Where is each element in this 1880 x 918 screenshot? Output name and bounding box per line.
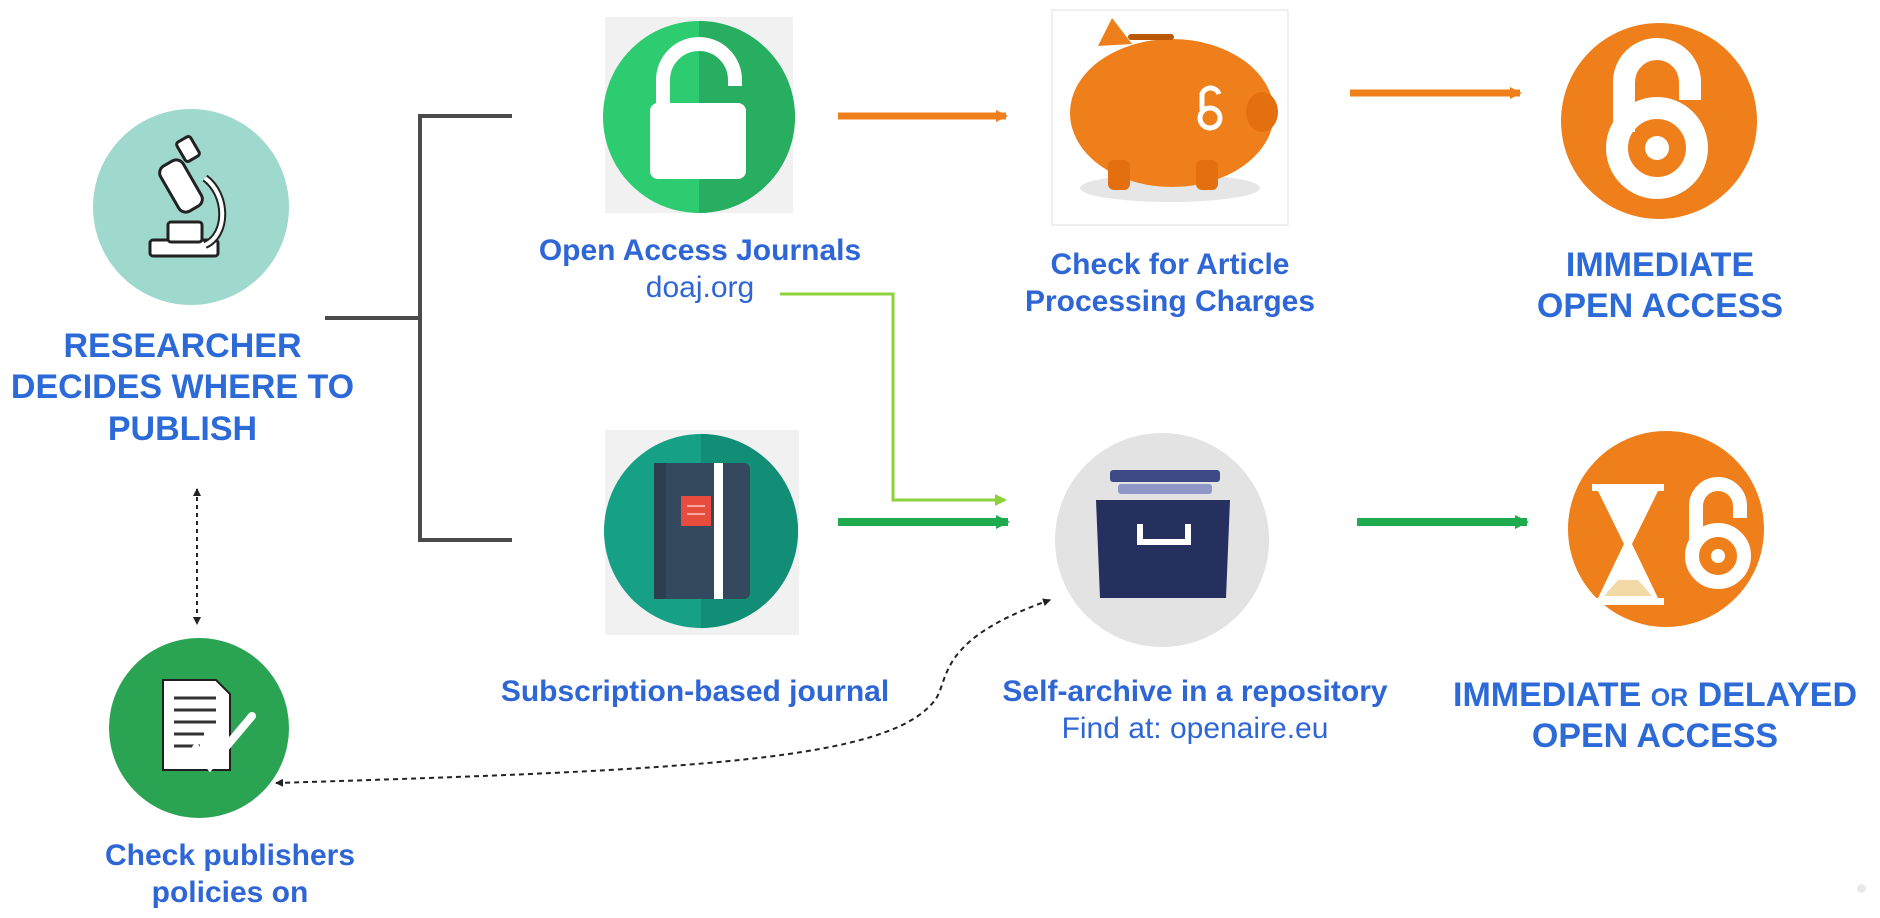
delayed-oa-label: IMMEDIATE OR DELAYED OPEN ACCESS bbox=[1430, 675, 1880, 758]
researcher-line-3: PUBLISH bbox=[107, 409, 258, 448]
researcher-line-2: DECIDES WHERE TO bbox=[10, 368, 355, 407]
decision-bracket bbox=[325, 114, 512, 542]
researcher-label: RESEARCHER DECIDES WHERE TO PUBLISH bbox=[0, 326, 365, 450]
delayed-oa-or: OR bbox=[1650, 684, 1689, 712]
immediate-oa-line-2: OPEN ACCESS bbox=[1536, 287, 1784, 326]
repository-title: Self-archive in a repository bbox=[1002, 675, 1388, 708]
delayed-oa-delayed: DELAYED bbox=[1697, 676, 1857, 714]
check-policies-label: Check publishers policies on bbox=[60, 838, 400, 911]
dotted-link-policies-repository bbox=[275, 598, 1051, 787]
oa-journals-title: Open Access Journals bbox=[538, 234, 862, 267]
openaire-link[interactable]: Find at: openaire.eu bbox=[1061, 711, 1329, 745]
repository-label: Self-archive in a repository Find at: op… bbox=[975, 674, 1415, 747]
immediate-oa-label: IMMEDIATE OPEN ACCESS bbox=[1490, 245, 1830, 328]
unlocked-padlock-icon bbox=[603, 17, 795, 213]
file-cabinet-drawer-icon bbox=[1055, 433, 1269, 647]
immediate-oa-line-1: IMMEDIATE bbox=[1565, 246, 1755, 284]
apc-line-1: Check for Article bbox=[1050, 248, 1290, 281]
delayed-oa-line-2: OPEN ACCESS bbox=[1531, 717, 1779, 756]
subscription-journal-title: Subscription-based journal bbox=[500, 675, 890, 708]
checklist-document-icon bbox=[109, 638, 289, 818]
apc-label: Check for Article Processing Charges bbox=[1000, 247, 1340, 320]
microscope-icon bbox=[93, 109, 289, 305]
oa-journals-label: Open Access Journals doaj.org bbox=[520, 233, 880, 306]
delayed-oa-line-1: IMMEDIATE OR DELAYED bbox=[1453, 676, 1857, 714]
subscription-journal-label: Subscription-based journal bbox=[470, 674, 920, 711]
notebook-icon bbox=[604, 430, 799, 635]
researcher-line-1: RESEARCHER bbox=[63, 327, 302, 365]
apc-line-2: Processing Charges bbox=[1024, 284, 1316, 318]
check-policies-line-2: policies on bbox=[151, 875, 309, 909]
arrow-oa-to-repository bbox=[780, 292, 1007, 506]
piggy-bank-icon bbox=[1051, 9, 1289, 226]
corner-dot bbox=[1857, 884, 1866, 893]
delayed-oa-immediate: IMMEDIATE bbox=[1453, 676, 1642, 714]
doaj-link[interactable]: doaj.org bbox=[645, 270, 755, 304]
open-access-lock-icon bbox=[1561, 23, 1757, 219]
check-policies-line-1: Check publishers bbox=[104, 839, 356, 872]
hourglass-open-access-icon bbox=[1568, 431, 1764, 627]
